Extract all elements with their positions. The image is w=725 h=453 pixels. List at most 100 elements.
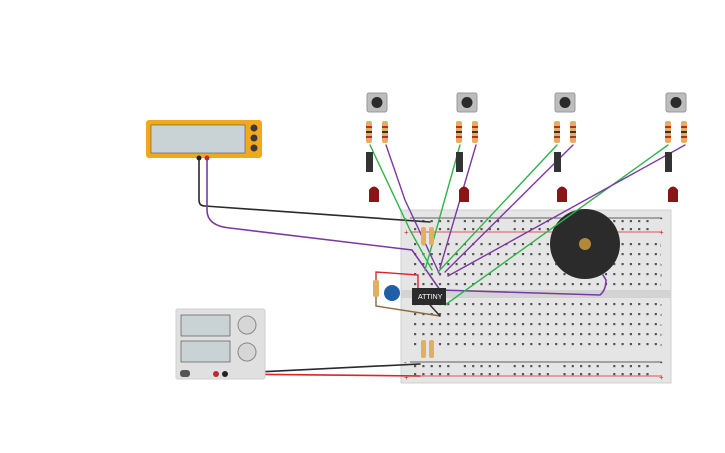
breadboard-hole[interactable] xyxy=(463,263,466,266)
breadboard-hole[interactable] xyxy=(538,273,541,276)
breadboard-hole[interactable] xyxy=(530,283,533,286)
breadboard-hole[interactable] xyxy=(538,220,541,223)
breadboard-hole[interactable] xyxy=(638,283,641,286)
breadboard-hole[interactable] xyxy=(497,263,500,266)
assembly-1[interactable] xyxy=(366,92,388,202)
breadboard-hole[interactable] xyxy=(447,313,450,316)
breadboard-hole[interactable] xyxy=(604,303,608,306)
breadboard-hole[interactable] xyxy=(596,323,599,326)
multimeter-com-terminal[interactable] xyxy=(196,155,202,161)
breadboard-hole[interactable] xyxy=(447,343,450,346)
breadboard-hole[interactable] xyxy=(629,303,632,306)
breadboard-hole[interactable] xyxy=(563,373,566,376)
breadboard-hole[interactable] xyxy=(422,333,425,336)
breadboard-hole[interactable] xyxy=(546,313,549,316)
breadboard-hole[interactable] xyxy=(580,365,583,368)
multimeter[interactable] xyxy=(146,120,262,161)
breadboard-hole[interactable] xyxy=(646,228,649,231)
breadboard-hole[interactable] xyxy=(480,373,483,376)
breadboard-hole[interactable] xyxy=(430,273,433,276)
breadboard-hole[interactable] xyxy=(463,283,466,286)
breadboard-hole[interactable] xyxy=(596,283,599,286)
breadboard-hole[interactable] xyxy=(613,365,616,368)
breadboard-hole[interactable] xyxy=(521,220,525,223)
breadboard-hole[interactable] xyxy=(546,283,549,286)
psu-voltage-knob[interactable] xyxy=(237,315,257,335)
breadboard-hole[interactable] xyxy=(488,323,491,326)
breadboard-hole[interactable] xyxy=(455,323,458,326)
breadboard-hole[interactable] xyxy=(414,228,417,231)
breadboard-hole[interactable] xyxy=(513,343,516,346)
breadboard-hole[interactable] xyxy=(430,283,433,286)
psu-current-knob[interactable] xyxy=(237,342,257,362)
breadboard-hole[interactable] xyxy=(480,283,483,286)
breadboard-hole[interactable] xyxy=(629,343,632,346)
breadboard-hole[interactable] xyxy=(596,373,599,376)
breadboard-hole[interactable] xyxy=(530,263,533,266)
breadboard-hole[interactable] xyxy=(521,365,525,368)
breadboard-hole[interactable] xyxy=(488,303,491,306)
breadboard-hole[interactable] xyxy=(497,323,500,326)
breadboard-hole[interactable] xyxy=(447,243,450,246)
breadboard-hole[interactable] xyxy=(472,333,475,336)
breadboard-hole[interactable] xyxy=(463,333,466,336)
breadboard-hole[interactable] xyxy=(546,263,549,266)
multimeter-probe-terminal[interactable] xyxy=(204,155,210,161)
breadboard-hole[interactable] xyxy=(621,373,624,376)
wire-black-short[interactable] xyxy=(429,304,441,317)
breadboard-hole[interactable] xyxy=(596,313,599,316)
breadboard-hole[interactable] xyxy=(538,283,541,286)
breadboard-hole[interactable] xyxy=(588,303,591,306)
power-supply[interactable] xyxy=(175,308,266,380)
breadboard-hole[interactable] xyxy=(497,373,500,376)
breadboard-hole[interactable] xyxy=(538,243,541,246)
breadboard-hole[interactable] xyxy=(538,253,541,256)
breadboard-hole[interactable] xyxy=(613,313,616,316)
breadboard-hole[interactable] xyxy=(488,243,491,246)
breadboard-hole[interactable] xyxy=(447,253,450,256)
breadboard-hole[interactable] xyxy=(505,263,508,266)
breadboard-hole[interactable] xyxy=(580,343,583,346)
breadboard-hole[interactable] xyxy=(521,263,525,266)
breadboard-hole[interactable] xyxy=(654,263,657,266)
breadboard-hole[interactable] xyxy=(480,365,483,368)
breadboard-hole[interactable] xyxy=(654,253,657,256)
breadboard-hole[interactable] xyxy=(463,303,466,306)
breadboard-hole[interactable] xyxy=(654,243,657,246)
breadboard-hole[interactable] xyxy=(497,253,500,256)
breadboard-hole[interactable] xyxy=(646,323,649,326)
breadboard-hole[interactable] xyxy=(480,313,483,316)
led-red[interactable] xyxy=(668,186,678,203)
resistor-bb-4[interactable] xyxy=(429,340,434,358)
wire-multimeter-probe[interactable] xyxy=(206,157,607,296)
breadboard-hole[interactable] xyxy=(538,263,541,266)
breadboard-hole[interactable] xyxy=(621,343,624,346)
breadboard-hole[interactable] xyxy=(438,333,442,336)
breadboard-hole[interactable] xyxy=(563,303,566,306)
breadboard-hole[interactable] xyxy=(497,303,500,306)
breadboard-hole[interactable] xyxy=(588,365,591,368)
breadboard-hole[interactable] xyxy=(530,303,533,306)
breadboard-hole[interactable] xyxy=(513,333,516,336)
breadboard-hole[interactable] xyxy=(414,283,417,286)
breadboard-hole[interactable] xyxy=(447,228,450,231)
breadboard-hole[interactable] xyxy=(546,243,549,246)
breadboard-hole[interactable] xyxy=(463,220,466,223)
wire-red-jumper[interactable] xyxy=(375,271,419,291)
breadboard-hole[interactable] xyxy=(488,283,491,286)
breadboard-hole[interactable] xyxy=(480,273,483,276)
breadboard-hole[interactable] xyxy=(621,228,624,231)
psu-positive-terminal[interactable] xyxy=(213,371,219,377)
breadboard-hole[interactable] xyxy=(422,283,425,286)
breadboard-hole[interactable] xyxy=(488,373,491,376)
breadboard-hole[interactable] xyxy=(505,303,508,306)
breadboard-hole[interactable] xyxy=(571,313,574,316)
breadboard-hole[interactable] xyxy=(455,283,458,286)
breadboard-hole[interactable] xyxy=(430,323,433,326)
breadboard-hole[interactable] xyxy=(472,373,475,376)
breadboard-hole[interactable] xyxy=(646,313,649,316)
breadboard-hole[interactable] xyxy=(521,303,525,306)
led-red[interactable] xyxy=(557,186,567,203)
breadboard-hole[interactable] xyxy=(629,365,632,368)
breadboard-hole[interactable] xyxy=(621,283,624,286)
